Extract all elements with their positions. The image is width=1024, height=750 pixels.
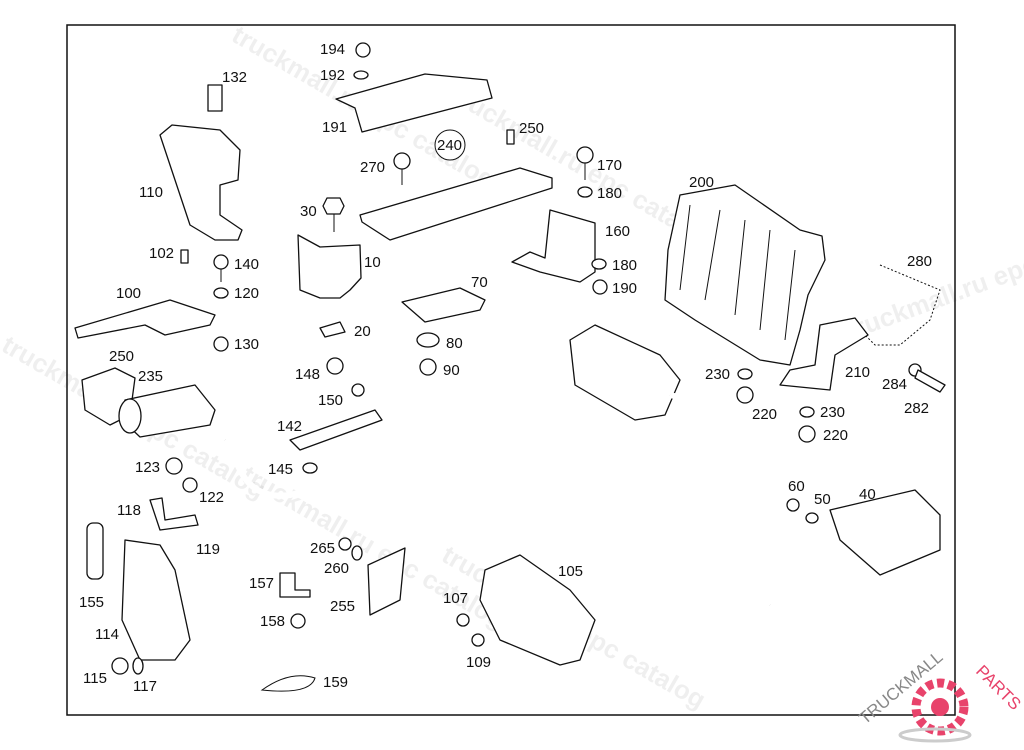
label-282: 282 — [904, 400, 929, 417]
label-160: 160 — [605, 223, 630, 240]
label-200: 200 — [689, 174, 714, 191]
diagram-frame — [66, 24, 956, 716]
label-110: 110 — [139, 184, 163, 201]
label-122: 122 — [199, 489, 224, 506]
label-102: 102 — [149, 245, 174, 262]
label-250: 250 — [519, 120, 544, 137]
label-150: 150 — [318, 392, 343, 409]
label-159: 159 — [323, 674, 348, 691]
label-118: 118 — [117, 502, 141, 519]
label-20: 20 — [354, 323, 371, 340]
label-230: 230 — [820, 404, 845, 421]
label-220: 220 — [823, 427, 848, 444]
label-240-circle — [434, 129, 466, 161]
label-40: 40 — [859, 486, 876, 503]
label-90: 90 — [443, 362, 460, 379]
label-255: 255 — [330, 598, 355, 615]
svg-text:truckmall.ru epc catalog: truckmall.ru epc catalog — [842, 215, 1024, 345]
svg-text:PARTS: PARTS — [972, 661, 1024, 713]
part-number-labels: 194 192 191 132 250 240 270 170 180 110 … — [79, 41, 932, 695]
label-191: 191 — [322, 119, 347, 136]
label-210: 210 — [845, 364, 870, 381]
label-70: 70 — [471, 274, 488, 291]
label-140: 140 — [234, 256, 259, 273]
label-250: 250 — [109, 348, 134, 365]
label-107: 107 — [443, 590, 468, 607]
label-180: 180 — [612, 257, 637, 274]
label-132: 132 — [222, 69, 247, 86]
label-240: 240 — [437, 137, 462, 154]
label-190: 190 — [612, 280, 637, 297]
label-123: 123 — [135, 459, 160, 476]
label-194: 194 — [320, 41, 345, 58]
label-114: 114 — [95, 626, 119, 643]
label-284: 284 — [882, 376, 907, 393]
label-265: 265 — [310, 540, 335, 557]
label-230: 230 — [705, 366, 730, 383]
label-270: 270 — [360, 159, 385, 176]
label-142: 142 — [277, 418, 302, 435]
label-192: 192 — [320, 67, 345, 84]
label-158: 158 — [260, 613, 285, 630]
label-180: 180 — [597, 185, 622, 202]
label-117: 117 — [133, 678, 157, 695]
label-30: 30 — [300, 203, 317, 220]
label-155: 155 — [79, 594, 104, 611]
label-260: 260 — [324, 560, 349, 577]
label-120: 120 — [234, 285, 259, 302]
label-130: 130 — [234, 336, 259, 353]
label-60: 60 — [788, 478, 805, 495]
label-105: 105 — [558, 563, 583, 580]
label-109: 109 — [466, 654, 491, 671]
label-157: 157 — [249, 575, 274, 592]
label-100: 100 — [116, 285, 141, 302]
label-280: 280 — [907, 253, 932, 270]
label-50: 50 — [814, 491, 831, 508]
label-170: 170 — [597, 157, 622, 174]
label-235: 235 — [138, 368, 163, 385]
label-145: 145 — [268, 461, 293, 478]
truckmall-parts-logo: TRUCKMALL PARTS — [855, 647, 1024, 743]
label-119: 119 — [196, 541, 220, 558]
parts — [74, 42, 946, 692]
label-115: 115 — [83, 670, 107, 687]
label-80: 80 — [446, 335, 463, 352]
label-220: 220 — [752, 406, 777, 423]
label-10: 10 — [364, 254, 381, 271]
label-148: 148 — [295, 366, 320, 383]
